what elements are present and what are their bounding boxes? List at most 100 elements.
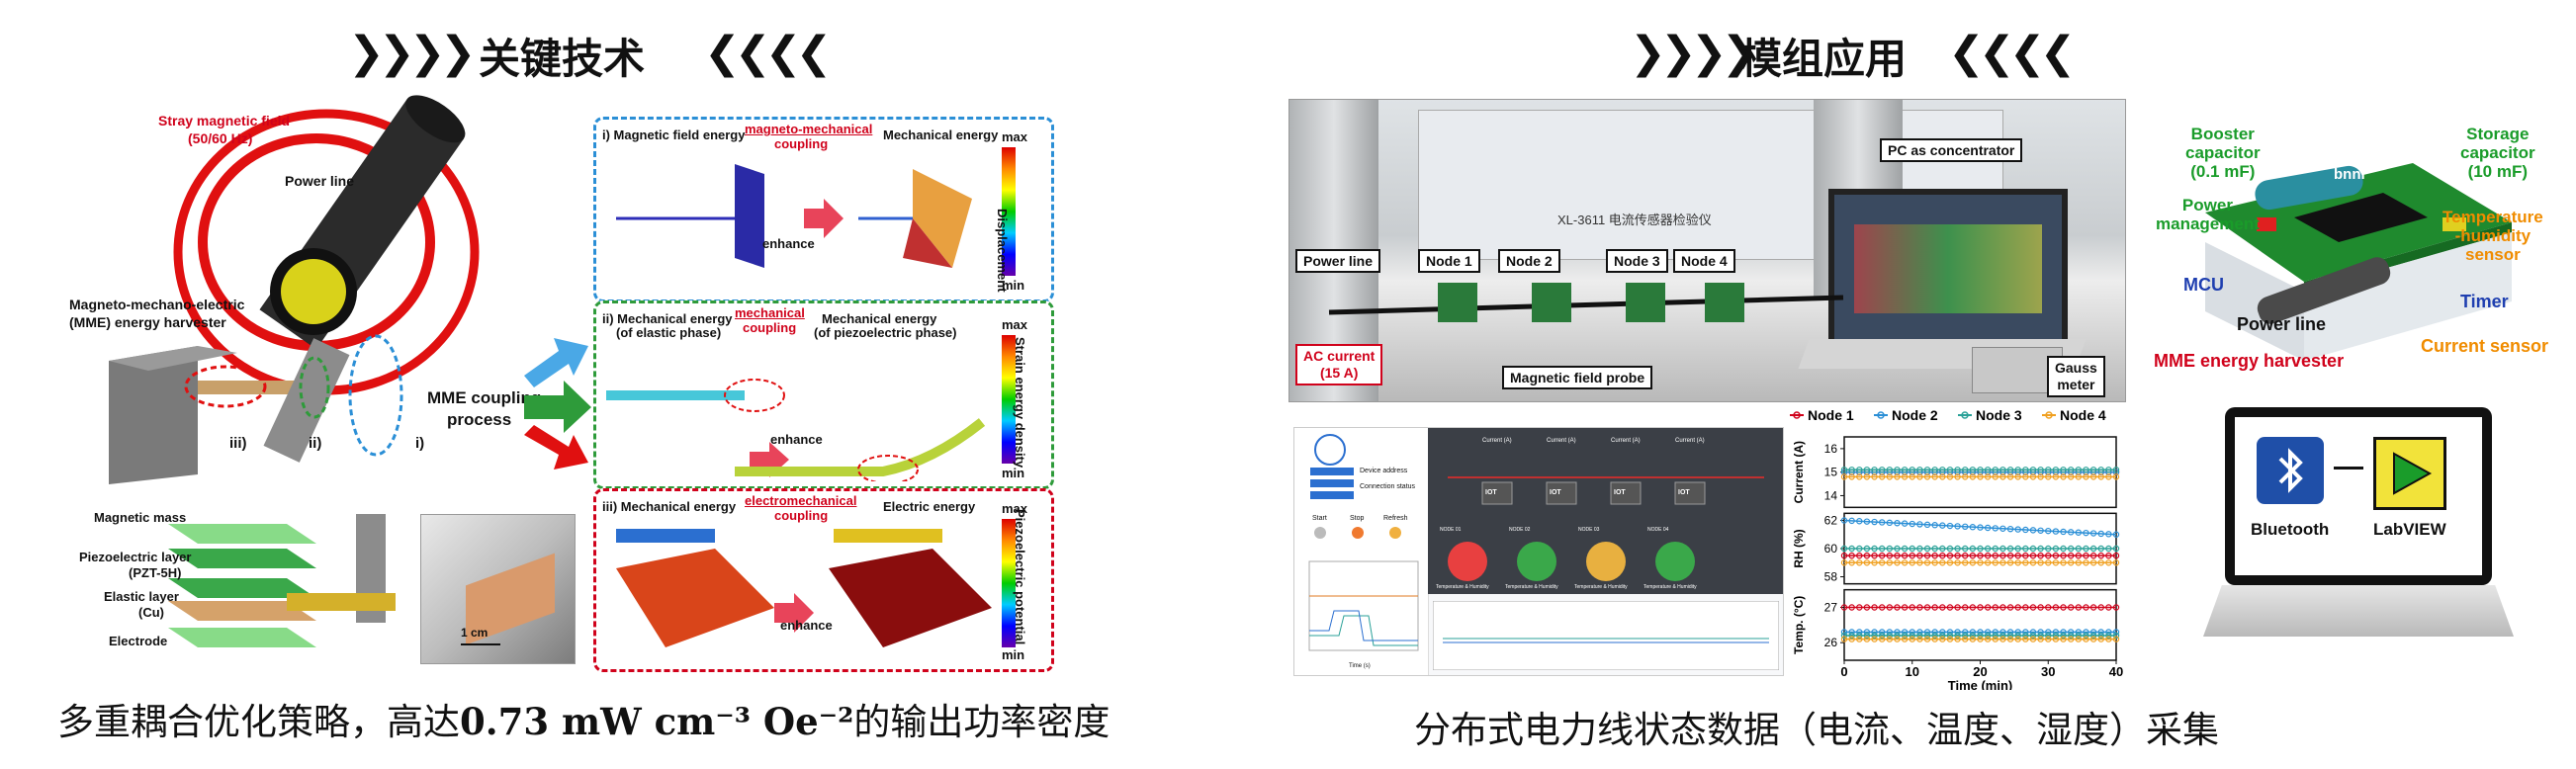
legend-marker-4	[2045, 411, 2053, 419]
series-point-3-1-11	[1923, 604, 1931, 611]
series-point-2-3-30	[2067, 545, 2075, 553]
layer-elastic: Elastic layer	[104, 589, 179, 604]
chevrons-right-2: ❮❮❮❮	[1948, 28, 2076, 78]
series-point-2-1-23	[2014, 552, 2021, 559]
series-point-3-2-31	[2075, 629, 2083, 636]
series-point-3-2-22	[2006, 629, 2014, 636]
gui-field-1[interactable]	[1310, 468, 1354, 475]
series-point-3-1-33	[2089, 604, 2097, 611]
series-point-2-2-30	[2067, 529, 2075, 536]
series-point-3-3-22	[2006, 632, 2014, 640]
series-point-2-1-3	[1863, 552, 1871, 559]
left-caption-prefix: 多重耦合优化策略，高达	[57, 701, 460, 743]
series-point-1-4-26	[2037, 473, 2044, 480]
series-point-3-1-13	[1939, 604, 1946, 611]
xtick-label-3: 20	[1973, 664, 1987, 679]
series-point-2-2-9	[1909, 520, 1915, 528]
series-point-2-1-21	[1999, 552, 2006, 559]
panel1-coupling-top: magneto-mechanical	[745, 122, 873, 136]
series-point-3-4-23	[2014, 636, 2021, 642]
layer-stack-drawing	[168, 514, 396, 647]
gui-stop-icon[interactable]	[1352, 527, 1364, 539]
series-point-1-3-33	[2089, 467, 2097, 473]
series-point-3-3-32	[2083, 632, 2089, 640]
series-point-2-3-9	[1909, 545, 1915, 553]
series-point-2-4-3	[1863, 559, 1871, 566]
series-point-2-1-25	[2029, 552, 2037, 559]
series-point-1-4-6	[1886, 473, 1894, 480]
series-point-3-4-17	[1969, 636, 1977, 642]
series-point-3-2-28	[2052, 629, 2060, 636]
series-point-3-1-35	[2105, 604, 2112, 611]
series-point-3-4-18	[1977, 636, 1984, 642]
series-point-2-4-18	[1977, 559, 1984, 566]
panel1-drawing	[616, 164, 972, 268]
panel3-coupling-top: electromechanical	[745, 493, 857, 508]
series-point-3-3-1	[1848, 632, 1855, 640]
series-point-1-3-35	[2105, 467, 2112, 473]
labview-label: LabVIEW	[2373, 520, 2446, 539]
series-point-2-4-1	[1848, 559, 1855, 566]
temp-line-3: sensor	[2464, 245, 2521, 264]
series-point-3-4-20	[1992, 636, 1999, 642]
gui-start-icon[interactable]	[1314, 527, 1326, 539]
series-point-2-1-11	[1923, 552, 1931, 559]
series-point-3-1-3	[1863, 604, 1871, 611]
power-mgmt-line-2: management	[2156, 214, 2260, 233]
panel2-coupling-top: mechanical	[735, 305, 805, 320]
series-point-2-3-36	[2112, 545, 2120, 553]
series-point-2-2-21	[1999, 525, 2006, 532]
series-point-2-4-30	[2067, 559, 2075, 566]
gui-logo	[1314, 434, 1346, 466]
gui-field-3[interactable]	[1310, 491, 1354, 499]
series-point-3-4-28	[2052, 636, 2060, 642]
series-point-1-4-0	[1840, 473, 1848, 480]
node-1-label: Node 1	[1418, 249, 1480, 273]
series-point-2-3-10	[1916, 545, 1923, 553]
series-point-1-4-3	[1863, 473, 1871, 480]
series-point-3-2-18	[1977, 629, 1984, 636]
gui-field-2[interactable]	[1310, 479, 1354, 487]
xtick-label-1: 0	[1840, 664, 1847, 679]
layer-stack	[59, 494, 405, 672]
series-point-2-2-14	[1946, 522, 1954, 530]
series-point-2-4-14	[1946, 559, 1954, 566]
series-point-1-3-4	[1871, 467, 1878, 473]
panel1-colorbar	[1002, 147, 1016, 276]
series-point-2-3-17	[1969, 545, 1977, 553]
series-point-2-1-31	[2075, 552, 2083, 559]
series-point-1-3-19	[1984, 467, 1992, 473]
mme-subtitle: (MME) energy harvester	[69, 314, 226, 330]
series-point-2-3-25	[2029, 545, 2037, 553]
series-point-1-3-13	[1939, 467, 1946, 473]
series-point-3-4-31	[2075, 636, 2083, 642]
series-point-2-1-33	[2089, 552, 2097, 559]
series-point-2-4-31	[2075, 559, 2083, 566]
series-point-3-1-22	[2006, 604, 2014, 611]
legend-label-3: Node 3	[1976, 407, 2022, 423]
series-point-1-3-34	[2097, 467, 2104, 473]
series-point-3-1-30	[2067, 604, 2075, 611]
series-point-3-1-34	[2097, 604, 2104, 611]
series-point-1-4-30	[2067, 473, 2075, 480]
series-point-2-3-3	[1863, 545, 1871, 553]
series-point-2-3-28	[2052, 545, 2060, 553]
booster-label: Booster capacitor (0.1 mF)	[2185, 125, 2261, 181]
series-point-3-4-11	[1923, 636, 1931, 642]
series-point-3-3-7	[1894, 632, 1901, 640]
series-point-3-1-0	[1840, 604, 1848, 611]
series-point-2-3-4	[1871, 545, 1878, 553]
series-point-1-4-11	[1923, 473, 1931, 480]
gui-card-label-1: Temperature & Humidity	[1436, 584, 1489, 590]
gui-stop-label: Stop	[1350, 515, 1365, 522]
series-point-3-2-27	[2045, 629, 2052, 636]
series-point-1-3-21	[1999, 467, 2006, 473]
gui-sidebar: Device address Connection status Start S…	[1294, 428, 1429, 675]
panel3-enhance: enhance	[780, 618, 833, 633]
gui-refresh-icon[interactable]	[1389, 527, 1401, 539]
temp-line-2: -humidity	[2454, 226, 2532, 245]
series-point-2-2-2	[1856, 518, 1863, 525]
ytick-label-2-1: 58	[1824, 570, 1838, 584]
labview-icon	[2373, 437, 2446, 510]
series-point-2-3-11	[1923, 545, 1931, 553]
